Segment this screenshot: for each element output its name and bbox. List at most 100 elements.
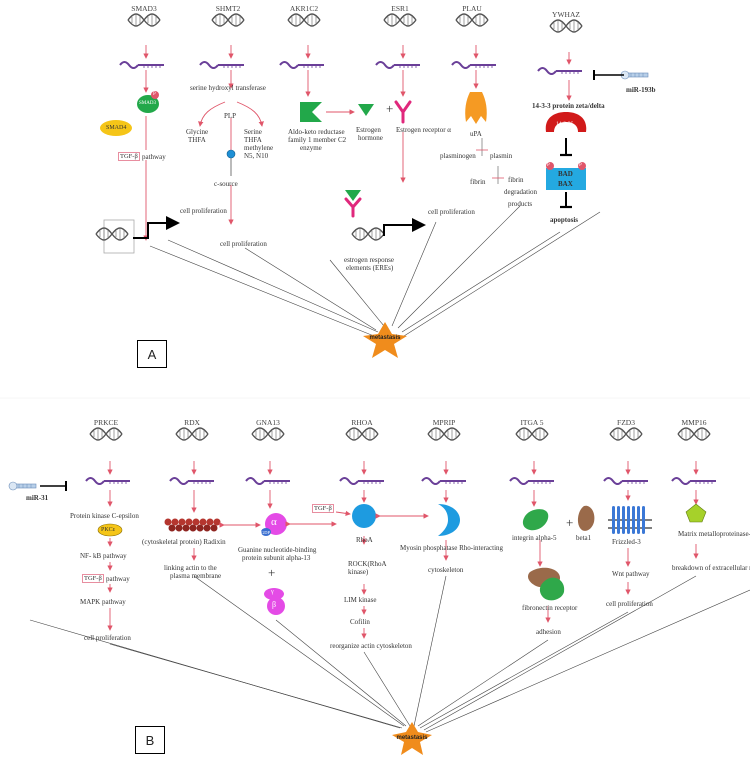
rhoa-text: RhoA xyxy=(356,536,373,544)
mrna-icon xyxy=(169,477,215,485)
dna-icon xyxy=(95,227,129,241)
dna-icon xyxy=(427,427,461,441)
akr-text-line2: family 1 member C2 xyxy=(288,136,347,144)
panel-a-connectors xyxy=(149,205,601,337)
cell-proliferation-label: cell proliferation xyxy=(220,240,267,248)
cell-proliferation-label: cell proliferation xyxy=(428,208,475,216)
products-label: products xyxy=(508,200,533,208)
mrna-icon xyxy=(85,477,131,485)
mrna-icon xyxy=(245,477,291,485)
dna-icon xyxy=(211,13,245,27)
phospho-label: P xyxy=(153,92,156,97)
radixin-protein-icon xyxy=(164,518,221,532)
gna-text-2: protein subunit alpha-13 xyxy=(242,554,311,562)
panel-label-b: B xyxy=(135,726,165,754)
mirna-hairpin-icon xyxy=(620,70,649,80)
gene-label-shmt2: SHMT2 xyxy=(215,4,241,13)
estrogen-receptor-label: Estrogen receptor α xyxy=(396,126,451,134)
breakdown-label: breakdown of extracellular ma xyxy=(672,564,750,572)
plus-sign: + xyxy=(386,101,394,116)
tgf-pathway-label: pathway xyxy=(106,575,130,583)
estrogen-label-1: Estrogen xyxy=(356,126,381,134)
dna-icon xyxy=(287,13,321,27)
mrna-icon xyxy=(671,477,717,485)
rock-label-1: ROCK(RhoA xyxy=(348,560,387,568)
gene-label-ywhaz: YWHAZ xyxy=(552,10,580,19)
metastasis-hub-a xyxy=(363,322,407,358)
thfa2-label: THFA xyxy=(244,136,262,144)
smad4-protein-icon xyxy=(100,120,132,136)
cytoskeleton-label: cytoskeleton xyxy=(428,566,464,574)
mrna-icon xyxy=(421,477,467,485)
tgf-beta-box: TGF-β xyxy=(82,574,104,583)
linking-label-1: linking actin to the xyxy=(164,564,217,572)
gna-text-1: Guanine nucleotide-binding xyxy=(238,546,317,554)
g-gamma-subunit-icon xyxy=(264,588,284,600)
frizzled-label: Frizzled-3 xyxy=(612,538,641,546)
akr-text-line3: enzyme xyxy=(300,144,322,152)
fibronectin-label: fibronectin receptor xyxy=(522,604,578,612)
ywhaz-shape-label: 14-3-3ζ xyxy=(556,121,573,127)
beta1-icon xyxy=(577,505,595,531)
upa-label: uPA xyxy=(470,130,482,138)
frizzled-receptor-icon xyxy=(608,506,652,534)
gene-label-prkce: PRKCE xyxy=(93,418,119,427)
dna-icon xyxy=(383,13,417,27)
limk-label: LIM kinase xyxy=(344,596,377,604)
integrin-alpha5-icon xyxy=(522,509,549,531)
pkce-label: PKCε xyxy=(101,527,116,533)
fibrin2-label: fibrin xyxy=(508,176,524,184)
metastasis-hub-b xyxy=(392,722,432,755)
g-alpha-subunit-icon xyxy=(265,513,287,535)
cell-proliferation-label: cell proliferation xyxy=(180,207,227,215)
plasmin-label: plasmin xyxy=(490,152,513,160)
gdp-label: GDP xyxy=(261,530,271,535)
mirna-label: miR-31 xyxy=(26,494,49,502)
degradation-label: degradation xyxy=(504,188,538,196)
phospho-label: P xyxy=(579,163,582,168)
fibrin-label: fibrin xyxy=(470,178,486,186)
glycine-label: Glycine xyxy=(186,128,209,136)
panel-b xyxy=(0,397,750,755)
dna-icon xyxy=(515,427,549,441)
integrin-label: integrin alpha-5 xyxy=(512,534,557,542)
methylene-label: methylene xyxy=(244,144,274,152)
cell-proliferation-label: cell proliferation xyxy=(606,600,653,608)
dna-icon xyxy=(351,227,385,241)
mrna-icon xyxy=(339,477,385,485)
reorganize-label: reorganize actin cytoskeleton xyxy=(330,642,412,650)
n5n10-label: N5, N10 xyxy=(244,152,269,160)
metastasis-label-b: metastasis xyxy=(396,735,428,741)
rock-label-2: kinase) xyxy=(348,568,369,576)
mmp16-enzyme-icon xyxy=(685,503,707,523)
radixin-label: (cytoskeletal protein) Radixin xyxy=(142,538,226,546)
dna-icon xyxy=(251,427,285,441)
mapk-label: MAPK pathway xyxy=(80,598,126,606)
bad-label: BAD xyxy=(558,170,573,178)
serine-label: Serine xyxy=(244,128,262,136)
c-source-label: c-source xyxy=(214,180,238,188)
beta-label: β xyxy=(272,600,277,609)
mirna-hairpin-icon xyxy=(8,481,37,491)
mrna-icon xyxy=(603,477,649,485)
panel-a xyxy=(95,13,649,358)
tgf-beta-box: TGF-β xyxy=(312,504,334,513)
panel-b-connectors xyxy=(29,575,750,733)
tgf-beta-box: TGF-β xyxy=(118,152,140,161)
ere-label-1: estrogen response xyxy=(344,256,394,264)
akr1c2-enzyme-icon xyxy=(300,102,322,122)
gene-label-rhoa: RHOA xyxy=(351,418,373,427)
mrna-icon xyxy=(199,61,245,69)
mirna-label: miR-193b xyxy=(626,86,656,94)
estrogen-hormone-icon xyxy=(358,104,374,116)
mrna-icon xyxy=(451,61,497,69)
myosin-label: Myosin phosphatase Rho-interacting xyxy=(400,544,504,552)
14-3-3-protein-icon xyxy=(545,112,587,132)
plp-label: PLP xyxy=(224,112,237,120)
ere-label-2: elements (EREs) xyxy=(346,264,394,272)
mrna-icon xyxy=(509,477,555,485)
mrna-icon xyxy=(279,61,325,69)
pkce-protein-icon xyxy=(97,523,123,537)
bax-label: BAX xyxy=(558,180,573,188)
